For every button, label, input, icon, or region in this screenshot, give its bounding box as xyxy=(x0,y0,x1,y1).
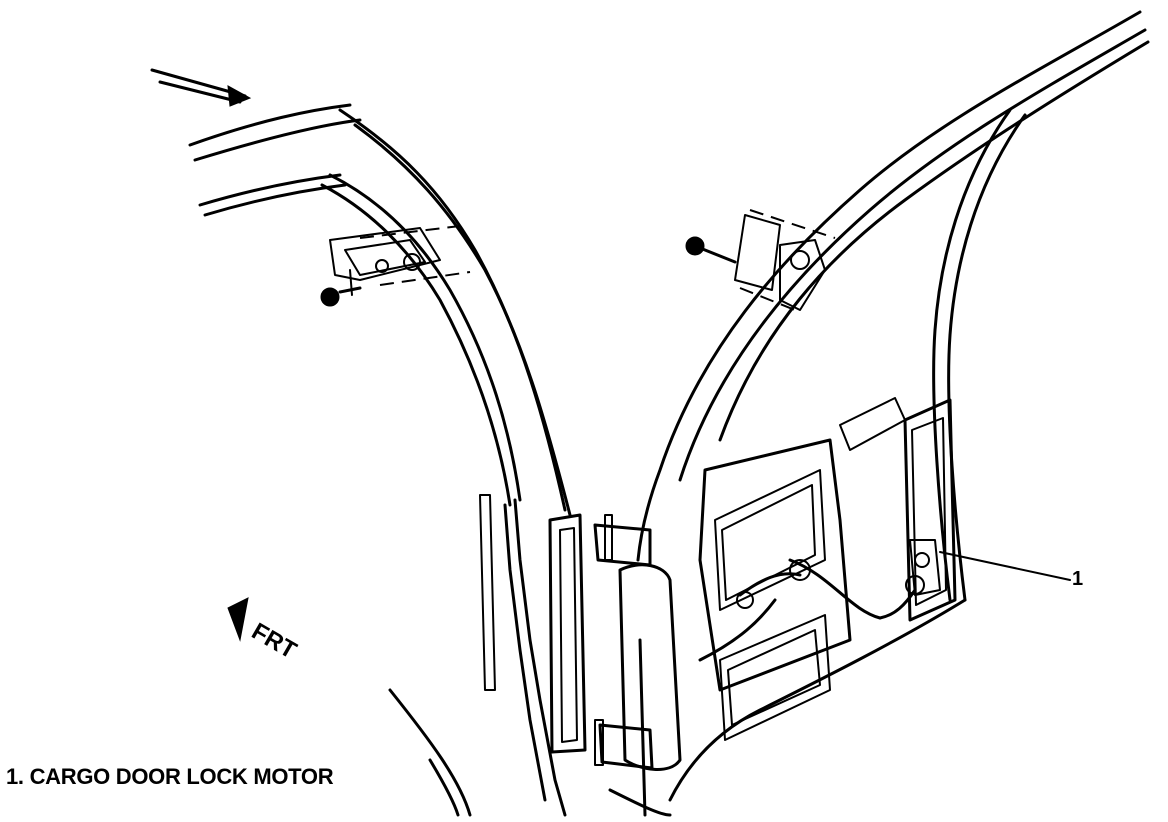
callout-1: 1 xyxy=(939,551,1083,590)
cargo-door-frame xyxy=(608,10,1150,817)
legend-item-number: 1. xyxy=(6,764,24,789)
lock-motor xyxy=(698,539,941,662)
door-inner-panel xyxy=(698,397,957,741)
lower-door-hinge xyxy=(548,513,682,771)
legend-item-label: CARGO DOOR LOCK MOTOR xyxy=(29,764,334,789)
upper-body-hinge xyxy=(320,225,471,307)
front-direction-arrow: FRT xyxy=(227,597,301,665)
callout-number: 1 xyxy=(1072,568,1083,590)
legend: 1. CARGO DOOR LOCK MOTOR xyxy=(6,764,334,790)
body-door-frame xyxy=(320,108,572,817)
roof-edge xyxy=(150,68,362,217)
upper-door-hinge xyxy=(685,209,836,313)
frt-label: FRT xyxy=(247,618,301,665)
